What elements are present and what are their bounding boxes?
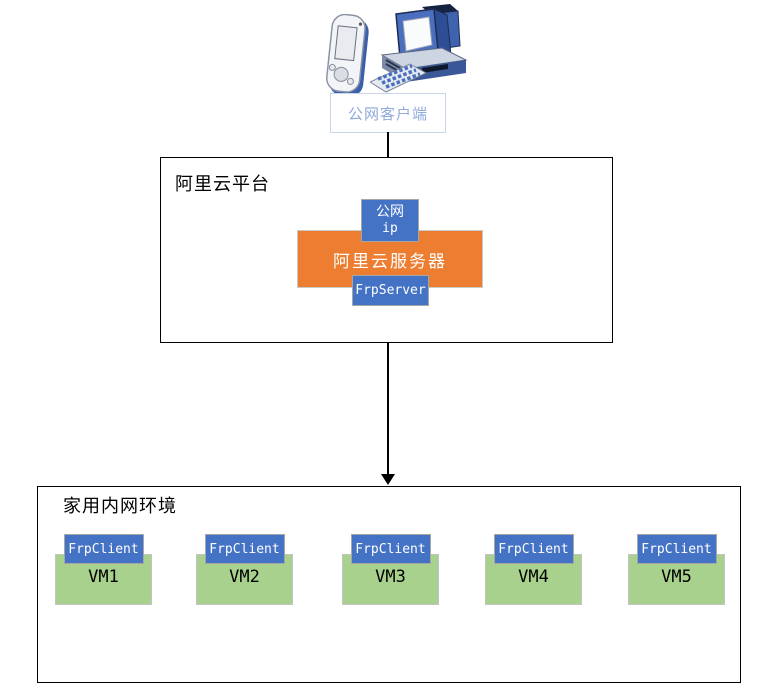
home-network-box: 家用内网环境 FrpClient VM1 FrpClient VM2 FrpCl… bbox=[37, 486, 741, 683]
frp-client-label-5: FrpClient bbox=[641, 541, 712, 557]
aliyun-platform-box: 阿里云平台 阿里云服务器 公网 ip FrpServer bbox=[160, 157, 613, 343]
public-ip-label-line2: ip bbox=[382, 221, 398, 237]
desktop-computer-icon bbox=[370, 4, 468, 93]
frp-server-label: FrpServer bbox=[355, 283, 426, 298]
frp-client-box-1: FrpClient bbox=[63, 534, 144, 564]
arrow-cloud-to-home-line bbox=[387, 343, 389, 474]
aliyun-server-label: 阿里云服务器 bbox=[333, 251, 447, 271]
vm-label-5: VM5 bbox=[661, 567, 692, 587]
arrow-cloud-to-home-head bbox=[381, 474, 395, 485]
public-client-label-box: 公网客户端 bbox=[330, 93, 446, 133]
frp-client-label-1: FrpClient bbox=[68, 541, 139, 557]
aliyun-platform-title: 阿里云平台 bbox=[175, 174, 270, 194]
home-network-title: 家用内网环境 bbox=[63, 496, 177, 516]
vm-label-1: VM1 bbox=[88, 567, 119, 587]
vm-box-5: FrpClient VM5 bbox=[628, 534, 725, 605]
vm-box-4: FrpClient VM4 bbox=[485, 534, 582, 605]
frp-server-box: FrpServer bbox=[352, 275, 429, 306]
vm-box-2: FrpClient VM2 bbox=[196, 534, 293, 605]
frp-client-label-4: FrpClient bbox=[498, 541, 569, 557]
vm-label-4: VM4 bbox=[518, 567, 549, 587]
pda-icon bbox=[325, 14, 369, 97]
frp-client-label-3: FrpClient bbox=[355, 541, 426, 557]
frp-client-box-3: FrpClient bbox=[350, 534, 431, 564]
public-ip-box: 公网 ip bbox=[361, 199, 419, 242]
frp-client-box-5: FrpClient bbox=[636, 534, 717, 564]
vm-box-1: FrpClient VM1 bbox=[55, 534, 152, 605]
public-ip-label-line1: 公网 bbox=[376, 204, 404, 220]
vm-label-2: VM2 bbox=[229, 567, 260, 587]
public-client-label: 公网客户端 bbox=[347, 106, 428, 123]
frp-client-box-4: FrpClient bbox=[493, 534, 574, 564]
vm-label-3: VM3 bbox=[375, 567, 406, 587]
frp-client-label-2: FrpClient bbox=[209, 541, 280, 557]
vm-box-3: FrpClient VM3 bbox=[342, 534, 439, 605]
frp-client-box-2: FrpClient bbox=[204, 534, 285, 564]
